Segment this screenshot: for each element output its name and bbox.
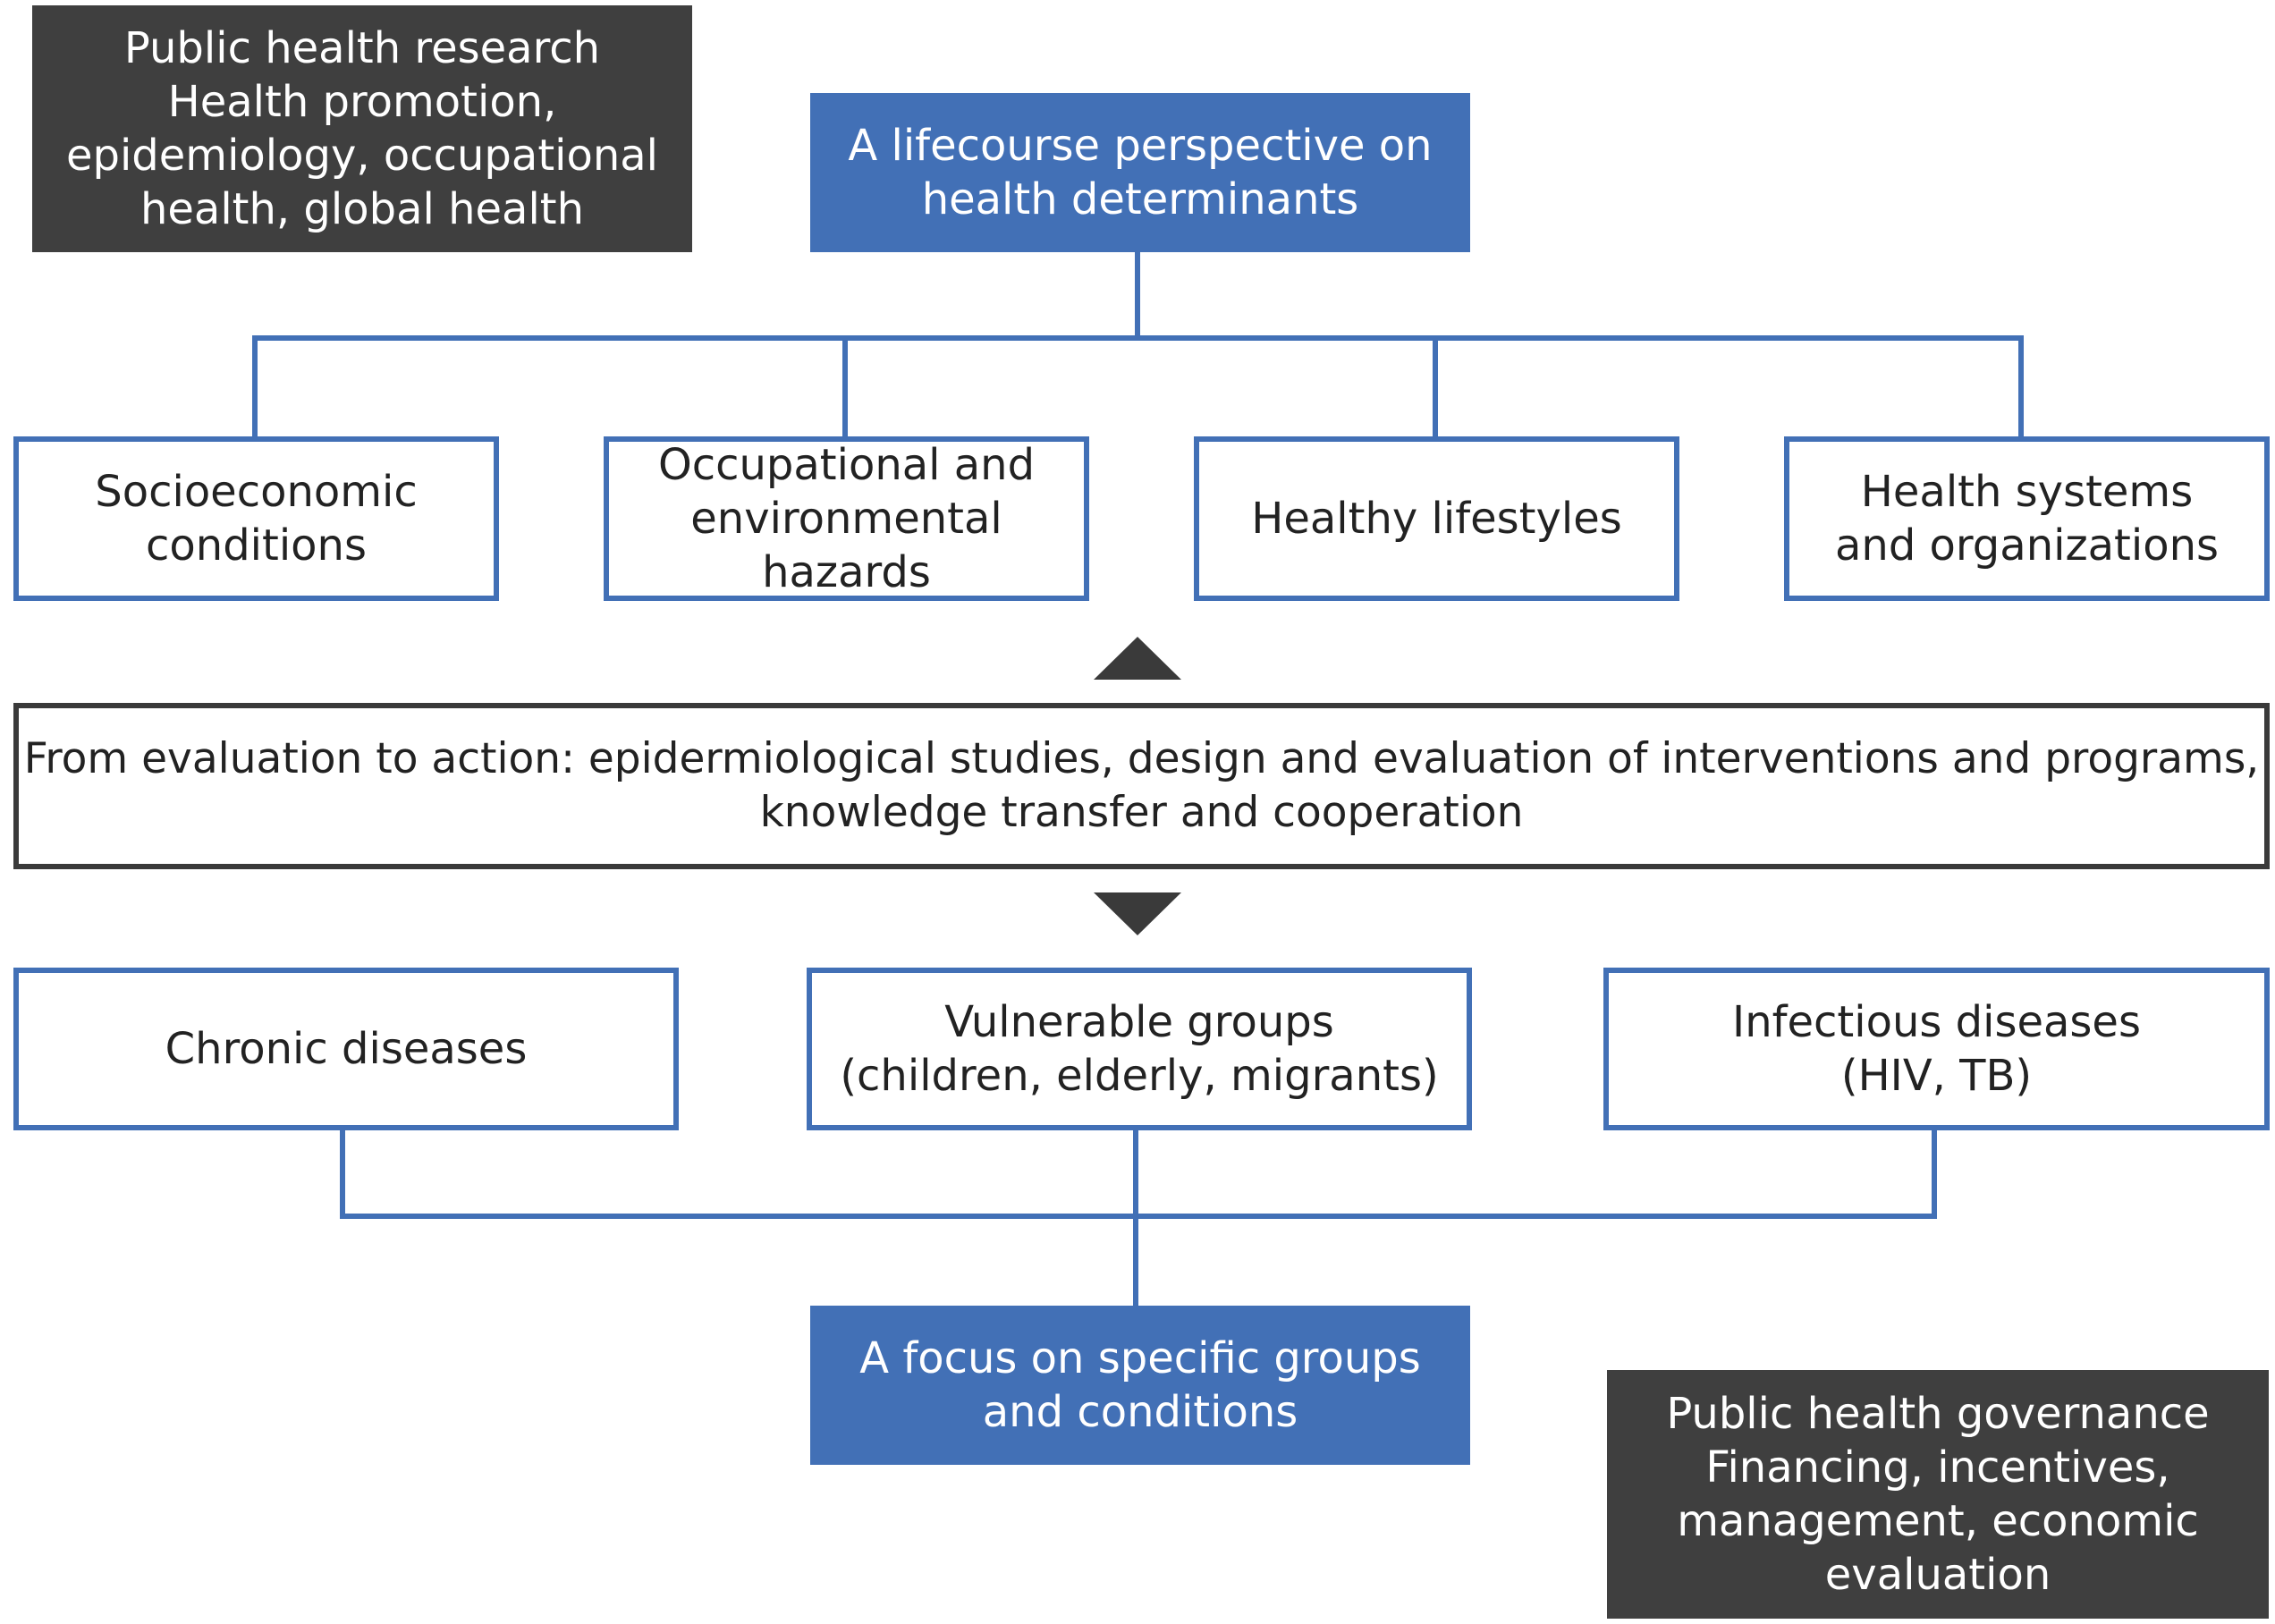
governance-line-4: evaluation xyxy=(1824,1550,2051,1600)
group-chronic-diseases: Chronic diseases xyxy=(13,968,679,1130)
group-label: Infectious diseases xyxy=(1732,997,2141,1047)
evaluation-to-action-box: From evaluation to action: epidermiologi… xyxy=(13,703,2270,869)
determinant-health-systems: Health systems and organizations xyxy=(1784,436,2270,601)
determinant-label: and organizations xyxy=(1834,520,2220,571)
group-label: (HIV, TB) xyxy=(1840,1051,2033,1101)
specific-groups-line-1: A focus on specific groups xyxy=(859,1333,1421,1383)
group-label: (children, elderly, migrants) xyxy=(840,1051,1439,1101)
determinant-label: conditions xyxy=(146,520,367,571)
determinant-label: environmental xyxy=(690,494,1002,544)
determinant-label: Occupational and xyxy=(657,440,1036,490)
arrow-down-icon xyxy=(1094,892,1181,935)
determinant-label: hazards xyxy=(762,547,931,597)
group-label: Vulnerable groups xyxy=(944,997,1334,1047)
determinant-lifestyles: Healthy lifestyles xyxy=(1194,436,1679,601)
research-title: Public health research xyxy=(123,23,601,73)
determinant-socioeconomic: Socioeconomic conditions xyxy=(13,436,499,601)
group-infectious: Infectious diseases (HIV, TB) xyxy=(1603,968,2270,1130)
governance-line-2: Financing, incentives, xyxy=(1705,1442,2170,1493)
lifecourse-line-1: A lifecourse perspective on xyxy=(848,121,1433,171)
governance-box: Public health governance Financing, ince… xyxy=(1607,1370,2269,1619)
research-line-4: health, global health xyxy=(140,184,585,234)
arrow-up-icon xyxy=(1094,637,1181,680)
determinant-label: Healthy lifestyles xyxy=(1251,494,1622,544)
lifecourse-box: A lifecourse perspective on health deter… xyxy=(810,93,1470,252)
research-box: Public health research Health promotion,… xyxy=(32,5,692,252)
research-line-2: Health promotion, xyxy=(167,77,557,127)
lifecourse-line-2: health determinants xyxy=(921,174,1359,224)
specific-groups-box: A focus on specific groups and condition… xyxy=(810,1306,1470,1465)
group-label: Chronic diseases xyxy=(165,1024,528,1074)
determinant-label: Socioeconomic xyxy=(95,467,418,517)
action-line-1: From evaluation to action: epidermiologi… xyxy=(23,734,2260,783)
action-line-2: knowledge transfer and cooperation xyxy=(759,788,1524,837)
group-vulnerable: Vulnerable groups (children, elderly, mi… xyxy=(807,968,1472,1130)
governance-title: Public health governance xyxy=(1666,1389,2210,1439)
specific-groups-line-2: and conditions xyxy=(982,1387,1298,1437)
determinant-label: Health systems xyxy=(1860,467,2194,517)
research-line-3: epidemiology, occupational xyxy=(65,131,659,181)
governance-line-3: management, economic xyxy=(1677,1496,2199,1546)
determinant-occupational: Occupational and environmental hazards xyxy=(604,436,1089,601)
